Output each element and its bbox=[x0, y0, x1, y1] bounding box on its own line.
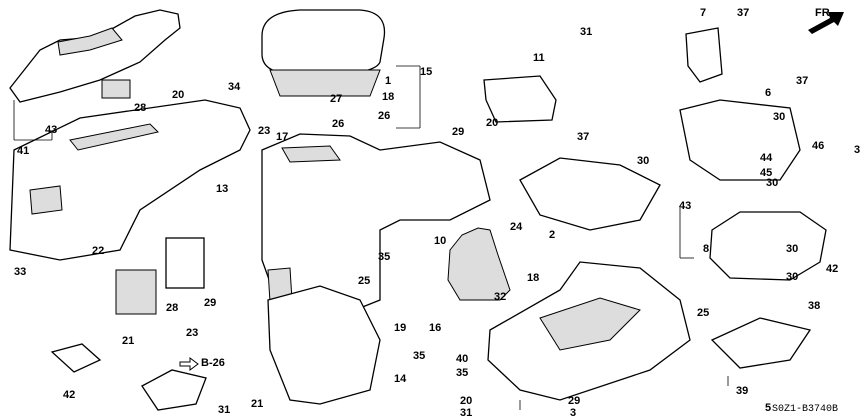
callout-27: 27 bbox=[330, 93, 343, 105]
part-43-cup-holder bbox=[679, 99, 801, 181]
callout-32: 31 bbox=[580, 26, 593, 38]
callout-29c: 29 bbox=[204, 297, 217, 309]
callout-20b: 20 bbox=[486, 117, 499, 129]
callout-31a: 31 bbox=[218, 404, 231, 416]
callout-12: 14 bbox=[394, 373, 407, 385]
callout-25d: 25 bbox=[697, 307, 710, 319]
callout-26b: 26 bbox=[378, 110, 391, 122]
callout-42: 42 bbox=[826, 263, 839, 275]
part-5-lower-tray bbox=[710, 317, 812, 369]
callout-5: 5 bbox=[765, 402, 772, 414]
callout-8: 8 bbox=[703, 243, 710, 255]
callout-26a: 26 bbox=[332, 118, 345, 130]
callout-33: 32 bbox=[494, 291, 507, 303]
callout-25b: 24 bbox=[510, 221, 523, 233]
callout-24: 22 bbox=[92, 245, 105, 257]
callout-37c: 38 bbox=[808, 300, 821, 312]
part-22-box bbox=[115, 269, 157, 315]
callout-30e: 30 bbox=[786, 271, 799, 283]
callout-37d: 39 bbox=[736, 385, 749, 397]
callout-29b: 29 bbox=[568, 395, 581, 407]
callout-14: 16 bbox=[429, 322, 442, 334]
callout-25: 23 bbox=[258, 125, 271, 137]
callout-11: 13 bbox=[216, 183, 229, 195]
callout-13: 15 bbox=[420, 66, 433, 78]
part-7-bracket bbox=[685, 27, 723, 83]
part-20-switch bbox=[101, 79, 131, 99]
callout-35d: 35 bbox=[456, 367, 469, 379]
front-direction-arrow bbox=[808, 12, 844, 34]
part-39-rear-cover bbox=[9, 9, 181, 103]
callout-45: 45 bbox=[760, 167, 773, 179]
callout-2: 2 bbox=[549, 229, 556, 241]
callout-15: 17 bbox=[276, 131, 289, 143]
callout-1: 1 bbox=[385, 75, 392, 87]
part-13-armrest bbox=[261, 9, 386, 97]
callout-3-edge: 3 bbox=[854, 144, 861, 156]
callout-43: 43 bbox=[679, 200, 692, 212]
part-21-bracket bbox=[141, 369, 207, 411]
part-40-bracket bbox=[50, 343, 102, 373]
callout-22: 21 bbox=[122, 335, 135, 347]
diagram-code: S0Z1-B3740B bbox=[772, 404, 839, 415]
callout-31b: 31 bbox=[460, 407, 473, 419]
callout-35a: 34 bbox=[228, 81, 241, 93]
callout-30b: 30 bbox=[637, 155, 650, 167]
callout-23: 23 bbox=[186, 327, 199, 339]
callout-16: 18 bbox=[382, 91, 395, 103]
callout-46: 46 bbox=[812, 140, 825, 152]
callout-36: 37 bbox=[577, 131, 590, 143]
callout-6: 6 bbox=[765, 87, 772, 99]
callout-28b: 28 bbox=[166, 302, 179, 314]
callout-9: 11 bbox=[533, 52, 545, 64]
reference-arrow bbox=[179, 357, 199, 371]
callout-19: 20 bbox=[460, 395, 473, 407]
callout-30c: 30 bbox=[766, 177, 779, 189]
ref-b26: B-26 bbox=[201, 357, 225, 369]
callout-29a: 29 bbox=[452, 126, 465, 138]
part-11-rear-console bbox=[9, 99, 251, 261]
callout-38: 40 bbox=[456, 353, 469, 365]
part-23-bezel bbox=[165, 237, 205, 289]
leader-lines bbox=[13, 65, 729, 410]
callout-44: 44 bbox=[760, 152, 773, 164]
callout-18: 19 bbox=[394, 322, 407, 334]
callout-21: 21 bbox=[251, 398, 264, 410]
part-12-bracket bbox=[267, 285, 381, 405]
part-17-boot bbox=[447, 227, 511, 301]
callout-30a: 30 bbox=[773, 111, 786, 123]
callout-35b: 35 bbox=[378, 251, 391, 263]
part-3-front-console bbox=[487, 261, 691, 401]
callout-7: 7 bbox=[700, 7, 707, 19]
part-9-pocket bbox=[483, 75, 557, 123]
callout-17: 18 bbox=[527, 272, 540, 284]
callout-25c: 25 bbox=[358, 275, 371, 287]
callout-39: 41 bbox=[17, 145, 30, 157]
callout-37b: 37 bbox=[796, 75, 809, 87]
callout-20: 20 bbox=[172, 89, 185, 101]
callout-35c: 35 bbox=[413, 350, 426, 362]
callout-41: 43 bbox=[45, 124, 58, 136]
callout-34: 33 bbox=[14, 266, 27, 278]
callout-30d: 30 bbox=[786, 243, 799, 255]
part-2-tray bbox=[519, 157, 661, 231]
callout-3: 3 bbox=[570, 407, 577, 419]
callout-10: 10 bbox=[434, 235, 447, 247]
callout-28: 28 bbox=[134, 102, 147, 114]
part-10-console-body bbox=[261, 133, 491, 321]
callout-37a: 37 bbox=[737, 7, 750, 19]
callout-40: 42 bbox=[63, 389, 76, 401]
part-42-front-pocket bbox=[709, 211, 827, 281]
fr-marker: FR. bbox=[815, 7, 833, 19]
